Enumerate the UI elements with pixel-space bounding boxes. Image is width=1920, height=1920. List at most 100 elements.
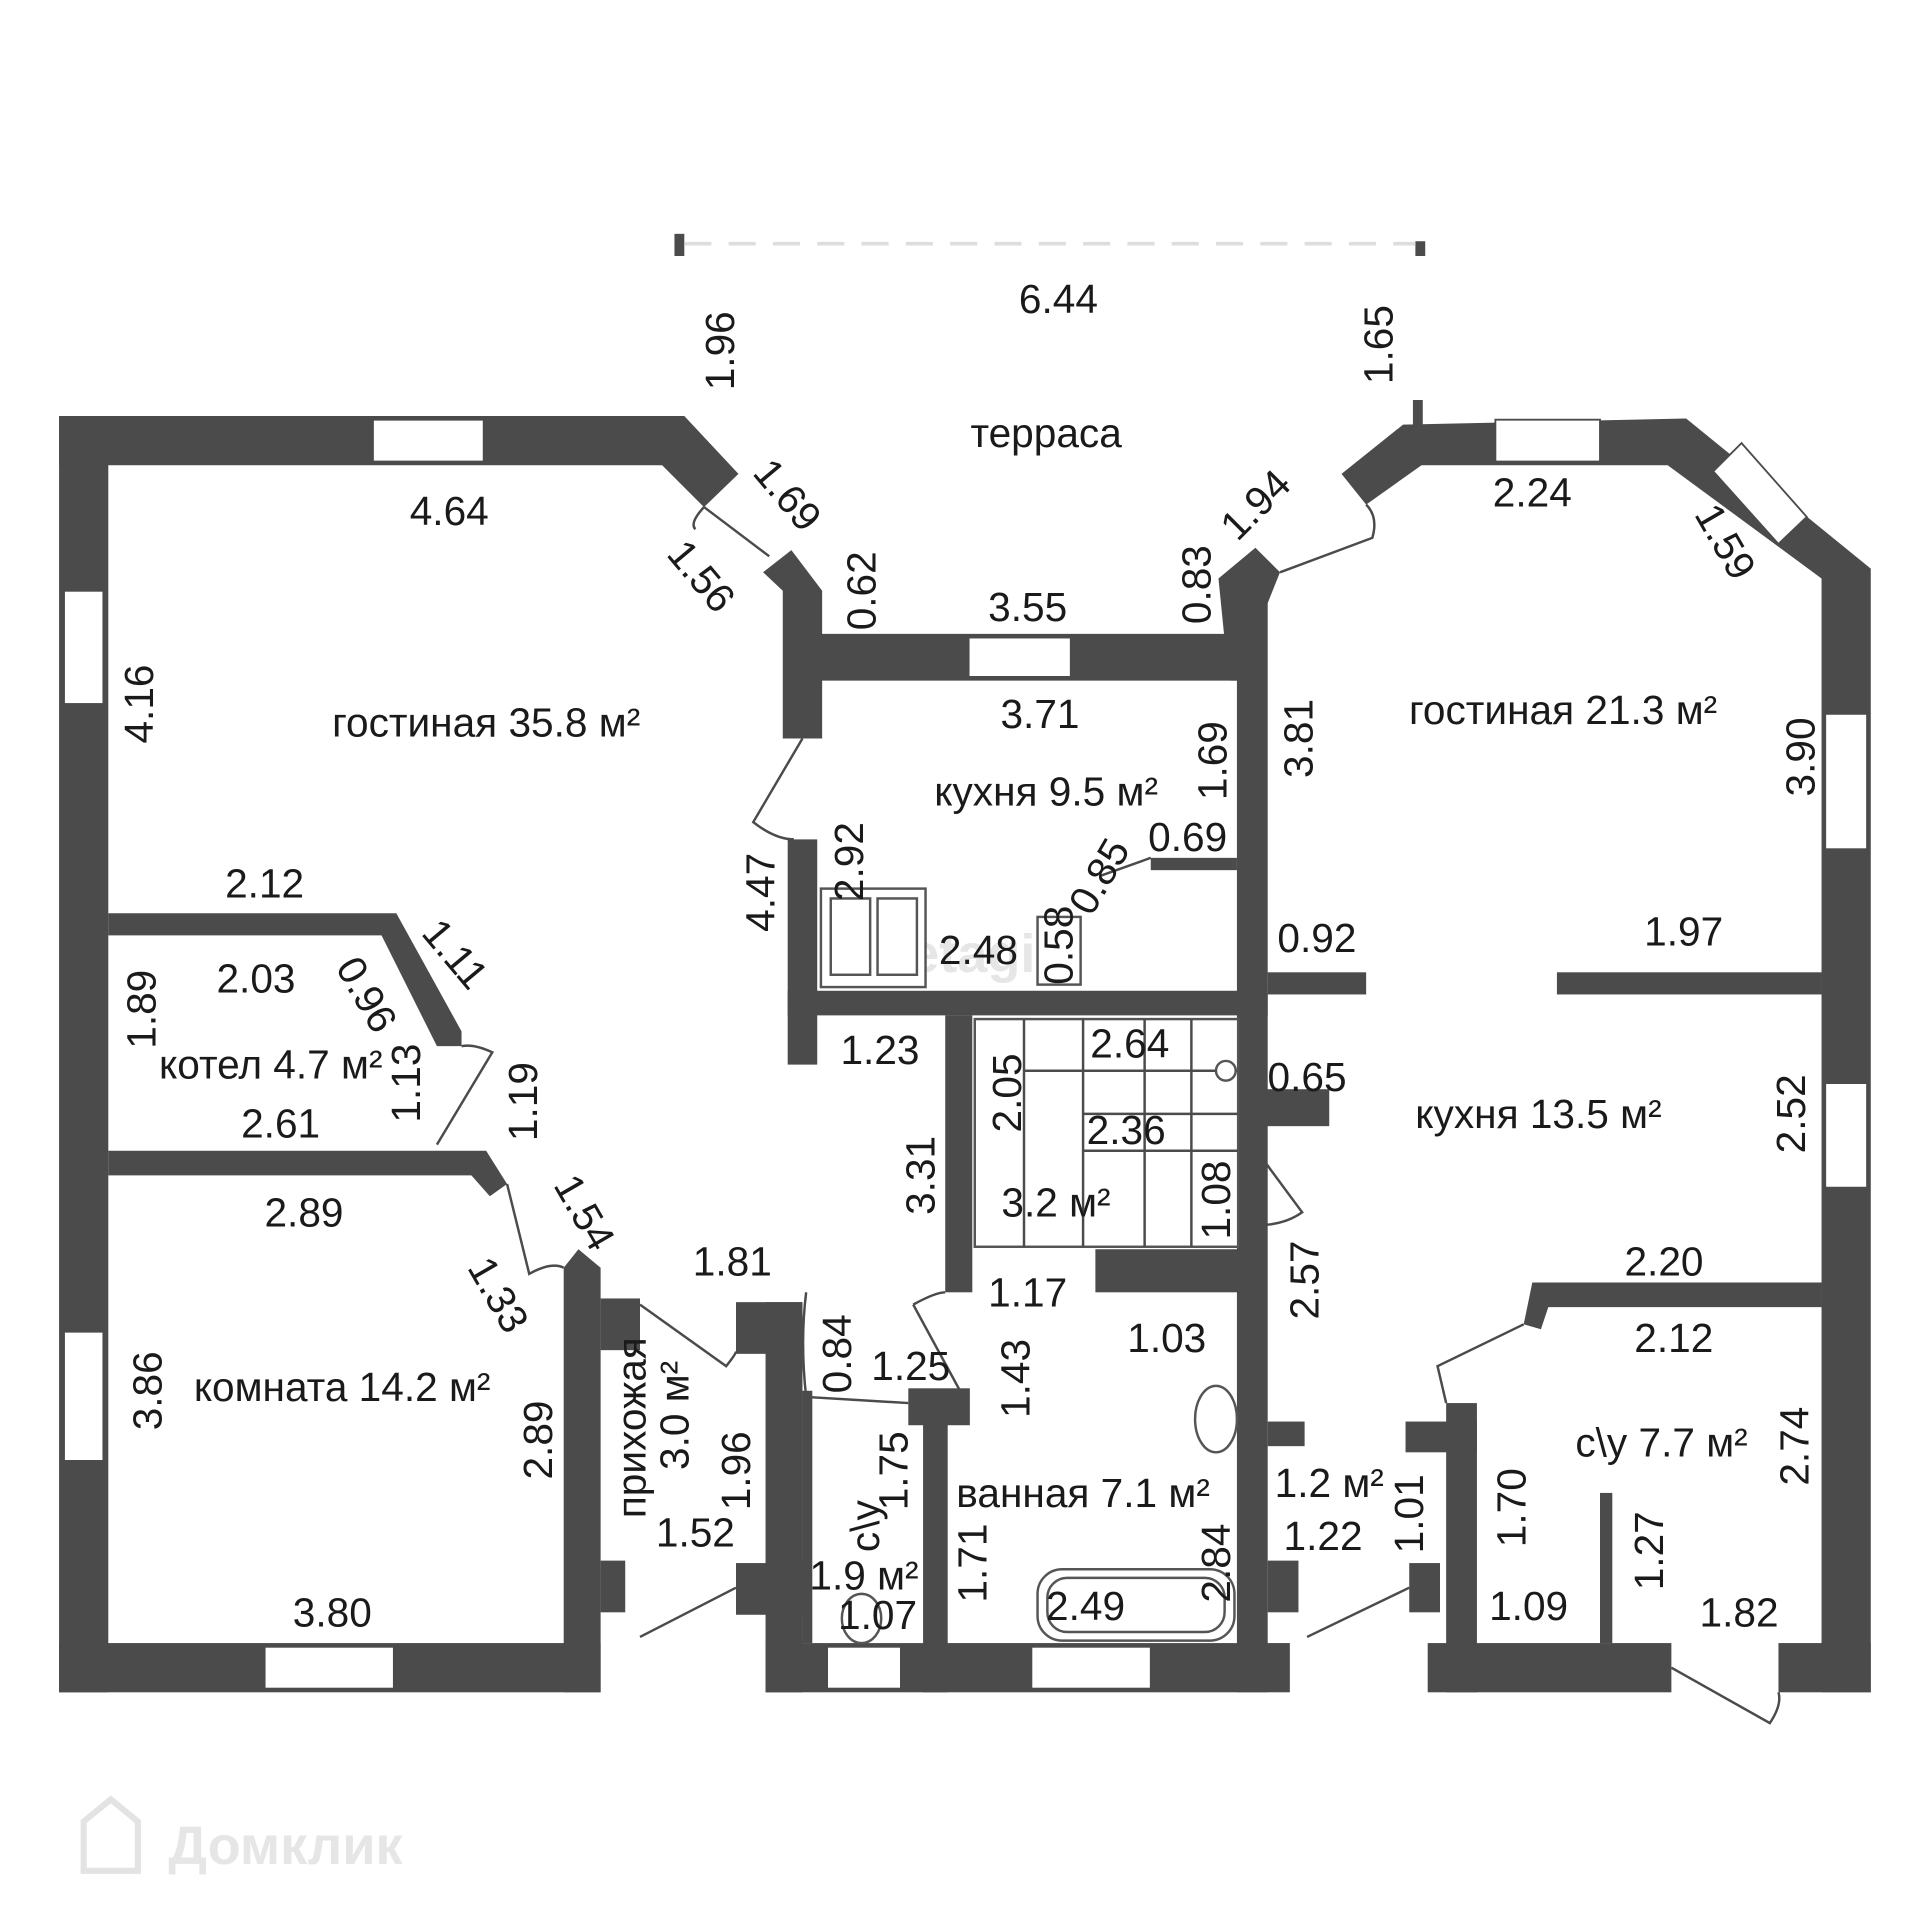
dimension-label: 3.80: [293, 1589, 372, 1635]
room-stairs: 3.2 м²: [1001, 1179, 1110, 1225]
dimension-label: 1.56: [659, 531, 745, 621]
window: [372, 418, 485, 463]
dimension-label: 1.13: [383, 1044, 429, 1123]
dimension-label: 3.31: [898, 1136, 944, 1215]
window: [967, 636, 1072, 678]
dimension-label: 1.07: [838, 1592, 917, 1638]
window: [1824, 712, 1868, 851]
room-wc-large: с\у 7.7 м²: [1575, 1419, 1747, 1465]
dimension-label: 1.94: [1211, 460, 1299, 548]
agency-watermark: etagi: [909, 924, 1035, 984]
room-terrace: терраса: [970, 410, 1122, 456]
dimension-label: 2.89: [264, 1189, 343, 1235]
window: [263, 1645, 395, 1690]
toilet-icon: [840, 1592, 883, 1645]
dimension-label: 1.43: [992, 1339, 1038, 1418]
window: [1711, 441, 1809, 546]
dimension-label: 1.03: [1127, 1315, 1206, 1361]
dimension-label: 2.64: [1090, 1021, 1169, 1067]
dimension-label: 1.01: [1386, 1474, 1432, 1553]
dimension-label: 4.47: [738, 853, 784, 932]
dimension-label: 3.71: [1000, 691, 1079, 737]
room-bathroom: ванная 7.1 м²: [956, 1470, 1210, 1516]
dimension-label: 1.70: [1488, 1468, 1534, 1547]
dimension-label: 2.05: [984, 1053, 1030, 1132]
dimension-label: 1.69: [1189, 721, 1235, 800]
room-boiler: котел 4.7 м²: [159, 1042, 382, 1088]
brand-watermark: Домклик: [80, 1795, 404, 1876]
room-living-small: гостиная 21.3 м²: [1409, 687, 1717, 733]
stove-icon: [1036, 915, 1082, 986]
dimension-label: 2.89: [515, 1400, 561, 1479]
dimension-label: 1.71: [949, 1524, 995, 1603]
window: [63, 1330, 105, 1462]
fixtures: [819, 887, 1240, 1645]
dimension-label: 1.82: [1700, 1589, 1779, 1635]
washbasin-icon: [1193, 1384, 1239, 1454]
dimension-label: 2.20: [1624, 1239, 1703, 1285]
dimension-label: 1.96: [713, 1431, 759, 1510]
room-kitchen-large: кухня 13.5 м²: [1415, 1091, 1661, 1137]
dimension-label: 1.97: [1644, 909, 1723, 955]
bathtub-icon: [1036, 1568, 1236, 1642]
dimension-label: 1.69: [745, 450, 831, 540]
dimension-label: 1.75: [871, 1431, 917, 1510]
dimension-label: 1.54: [545, 1167, 624, 1258]
dimension-label: 1.52: [656, 1509, 735, 1555]
dimension-label: 1.08: [1193, 1160, 1239, 1239]
room-hall-area: 3.0 м²: [651, 1361, 697, 1470]
dimension-label: 2.48: [939, 927, 1018, 973]
room-wc-small-name: с\у: [842, 1500, 888, 1553]
house-logo-icon: [80, 1795, 141, 1874]
dimension-label: 2.12: [1634, 1315, 1713, 1361]
staircase-icon: [973, 1017, 1240, 1248]
dimension-label: 2.92: [826, 822, 872, 901]
dimension-label: 1.17: [988, 1269, 1067, 1315]
dimension-label: 2.52: [1768, 1074, 1814, 1153]
dimension-label: 0.58: [1035, 906, 1081, 985]
window: [63, 589, 105, 705]
dimension-label: 2.03: [216, 955, 295, 1001]
dimension-label: 1.81: [693, 1239, 772, 1285]
dimension-label: 0.69: [1148, 814, 1227, 860]
dimension-label: 1.19: [500, 1062, 546, 1141]
window: [1030, 1645, 1152, 1690]
svg-text:Домклик: Домклик: [168, 1816, 403, 1876]
dimension-label: 1.96: [697, 311, 743, 390]
dimension-label: 6.44: [1019, 276, 1098, 322]
terrace-outline: [674, 233, 1426, 425]
window: [1494, 418, 1601, 463]
dimension-label: 4.16: [116, 664, 162, 743]
dimension-label: 1.22: [1284, 1513, 1363, 1559]
room-hall-name: прихожая: [608, 1337, 654, 1518]
window: [826, 1645, 902, 1690]
room-living-large: гостиная 35.8 м²: [332, 699, 640, 745]
dimension-label: 2.74: [1771, 1407, 1817, 1486]
dimension-label: 3.90: [1778, 717, 1824, 796]
room-labels: терраса гостиная 35.8 м² кухня 9.5 м² го…: [159, 410, 1748, 1598]
dimension-label: 0.83: [1173, 545, 1219, 624]
window: [1824, 1082, 1868, 1189]
walls: [59, 416, 1871, 1693]
dimension-labels: 6.44 1.96 1.65 1.69 1.56 0.62 3.55 0.83 …: [116, 276, 1824, 1638]
dimension-label: 1.09: [1489, 1583, 1568, 1629]
dimension-label: 1.27: [1626, 1511, 1672, 1590]
dimension-label: 0.96: [327, 949, 406, 1040]
room-wc-small-area: 1.9 м²: [809, 1552, 918, 1598]
door-swings: [435, 503, 1781, 1725]
dimension-label: 1.25: [871, 1343, 950, 1389]
dimension-label: 0.62: [839, 551, 885, 630]
dimension-label: 0.92: [1277, 915, 1356, 961]
dimension-label: 2.57: [1282, 1240, 1328, 1319]
room-kitchen-small: кухня 9.5 м²: [934, 768, 1158, 814]
dimension-label: 2.84: [1193, 1524, 1239, 1603]
room-bedroom: комната 14.2 м²: [194, 1364, 491, 1410]
dimension-label: 1.65: [1355, 305, 1401, 384]
dimension-label: 3.86: [125, 1351, 171, 1430]
dimension-label: 0.84: [814, 1314, 860, 1393]
dimension-label: 4.64: [410, 488, 489, 534]
room-closet: 1.2 м²: [1275, 1460, 1384, 1506]
dimension-label: 3.81: [1275, 699, 1321, 778]
dimension-label: 1.23: [840, 1027, 919, 1073]
